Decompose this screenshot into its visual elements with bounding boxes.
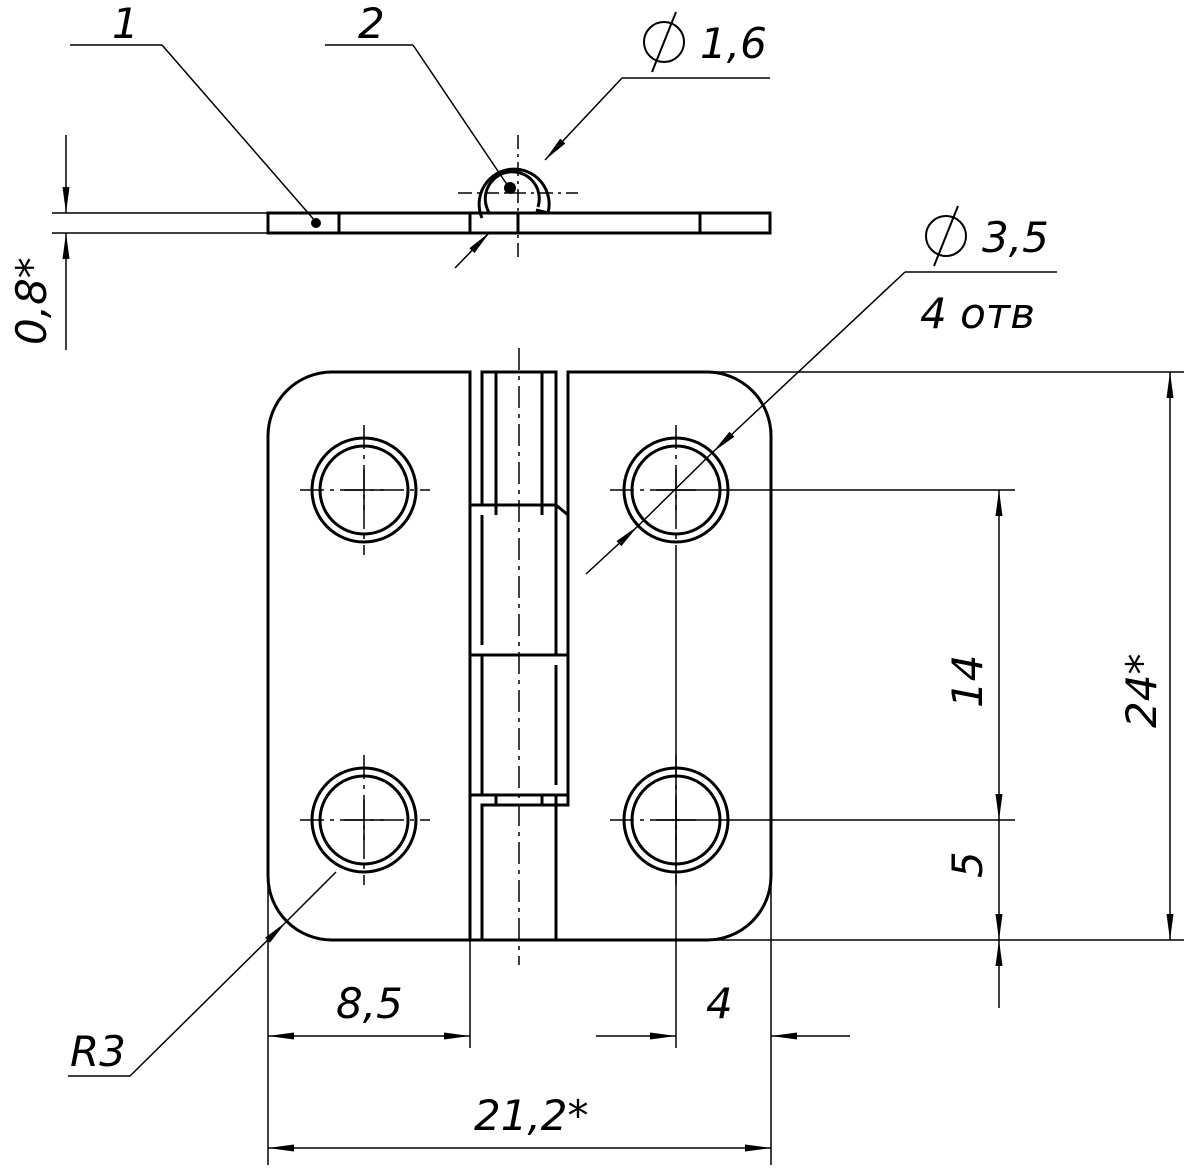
part-1-marker-dot	[311, 218, 321, 228]
thickness-dimension	[52, 135, 268, 350]
pin-diameter-label: 1,6	[700, 19, 767, 68]
hole-spacing-label: 14	[943, 655, 992, 708]
side-view	[52, 44, 772, 350]
hole-diameter-leader	[585, 271, 1057, 575]
hole-count-label: 4 отв	[920, 289, 1035, 338]
knuckle-curl	[477, 167, 551, 219]
hinge-outline	[266, 370, 472, 942]
hole-diameter-label: 3,5	[982, 213, 1049, 262]
hole-offset-bottom-label: 5	[943, 851, 992, 878]
thickness-label: 0,8*	[7, 257, 56, 345]
diameter-symbol-pin	[643, 11, 685, 73]
hole-offset-edge-label: 4	[706, 979, 733, 1028]
part-1-label: 1	[112, 0, 139, 48]
extension-lines	[267, 371, 1184, 1165]
knuckles	[468, 370, 570, 942]
plan-view	[68, 271, 1184, 1165]
dimension-lines	[268, 372, 1174, 1152]
total-height-label: 24*	[1117, 654, 1166, 728]
pin-diameter-leader	[454, 77, 770, 269]
total-width-label: 21,2*	[474, 1091, 589, 1140]
side-view-leaves	[266, 211, 772, 235]
leaf-width-label: 8,5	[336, 979, 403, 1028]
part-leaders	[70, 44, 509, 223]
diameter-symbol-hole	[925, 205, 967, 267]
part-2-label: 2	[358, 0, 385, 48]
radius-leader	[68, 871, 337, 1077]
radius-label: R3	[70, 1027, 126, 1076]
pin-center-lines	[458, 135, 578, 258]
